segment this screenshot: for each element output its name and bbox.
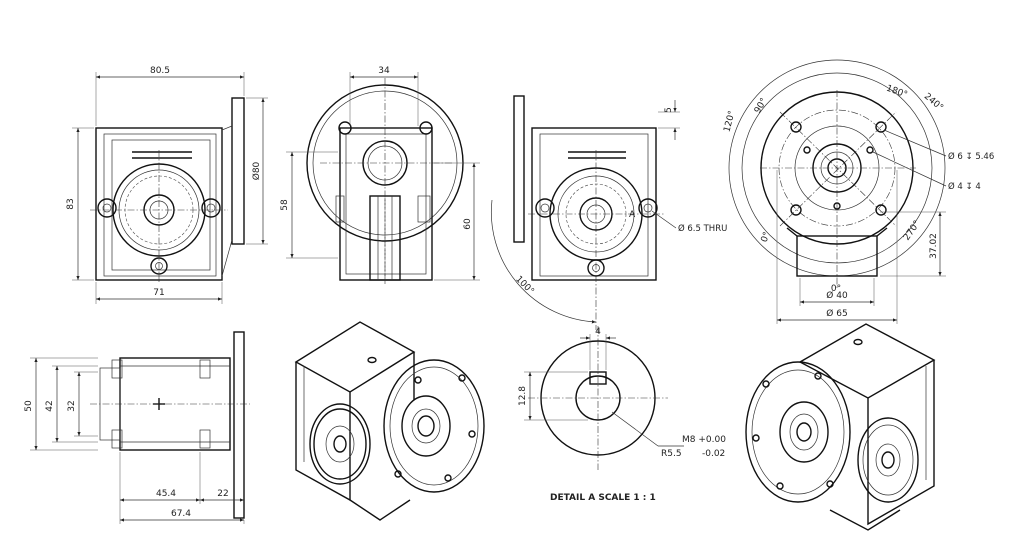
tolerance-lower: -0.02 [702, 449, 725, 459]
detail-marker: A [629, 210, 636, 220]
dim-50: 50 [24, 400, 34, 412]
isometric-view-b [745, 323, 936, 531]
front-view-detail [491, 95, 680, 330]
angle-180: 180° [885, 84, 909, 101]
detail-a-view [524, 326, 684, 470]
dim-34: 34 [378, 66, 390, 76]
tolerance-main: M8 +0.00 [682, 435, 726, 445]
isometric-view-a [294, 321, 485, 521]
side-view [286, 72, 480, 284]
flange-hole-callout-b: Ø 4 ↧ 4 [948, 181, 981, 192]
detail-title: DETAIL A SCALE 1 : 1 [550, 493, 656, 503]
angle-270: 270° [902, 219, 923, 243]
dim-32: 32 [67, 400, 77, 411]
front-view [72, 72, 268, 304]
dim-71: 71 [153, 288, 164, 298]
dim-80-5: 80.5 [150, 66, 170, 76]
flange-view [728, 59, 947, 324]
dim-83: 83 [66, 198, 76, 209]
dim-45-4: 45.4 [156, 489, 176, 499]
radius-callout: R5.5 [661, 449, 682, 459]
angle-240: 240° [922, 92, 945, 114]
dim-60: 60 [463, 218, 473, 230]
dim-22: 22 [217, 489, 228, 499]
dim-58: 58 [280, 199, 290, 211]
bolt-hole-callout: Ø 6.5 THRU [678, 223, 727, 234]
dim-dia-80: Ø80 [251, 161, 262, 180]
dim-dia-40: Ø 40 [826, 290, 848, 301]
angle-0-bottom: 0° [831, 284, 841, 294]
dim-42: 42 [45, 400, 55, 411]
dim-dia-65: Ø 65 [826, 308, 847, 319]
flange-hole-callout-a: Ø 6 ↧ 5.46 [948, 151, 994, 162]
angle-0-left: 0° [760, 231, 773, 244]
dim-5: 5 [664, 107, 674, 113]
dim-4: 4 [595, 327, 601, 337]
dim-12-8: 12.8 [518, 386, 528, 406]
dim-67-4: 67.4 [171, 509, 191, 519]
angle-90: 90° [753, 97, 770, 116]
angle-120: 120° [722, 110, 737, 134]
dim-37-02: 37.02 [929, 233, 939, 259]
bottom-view [30, 331, 250, 524]
